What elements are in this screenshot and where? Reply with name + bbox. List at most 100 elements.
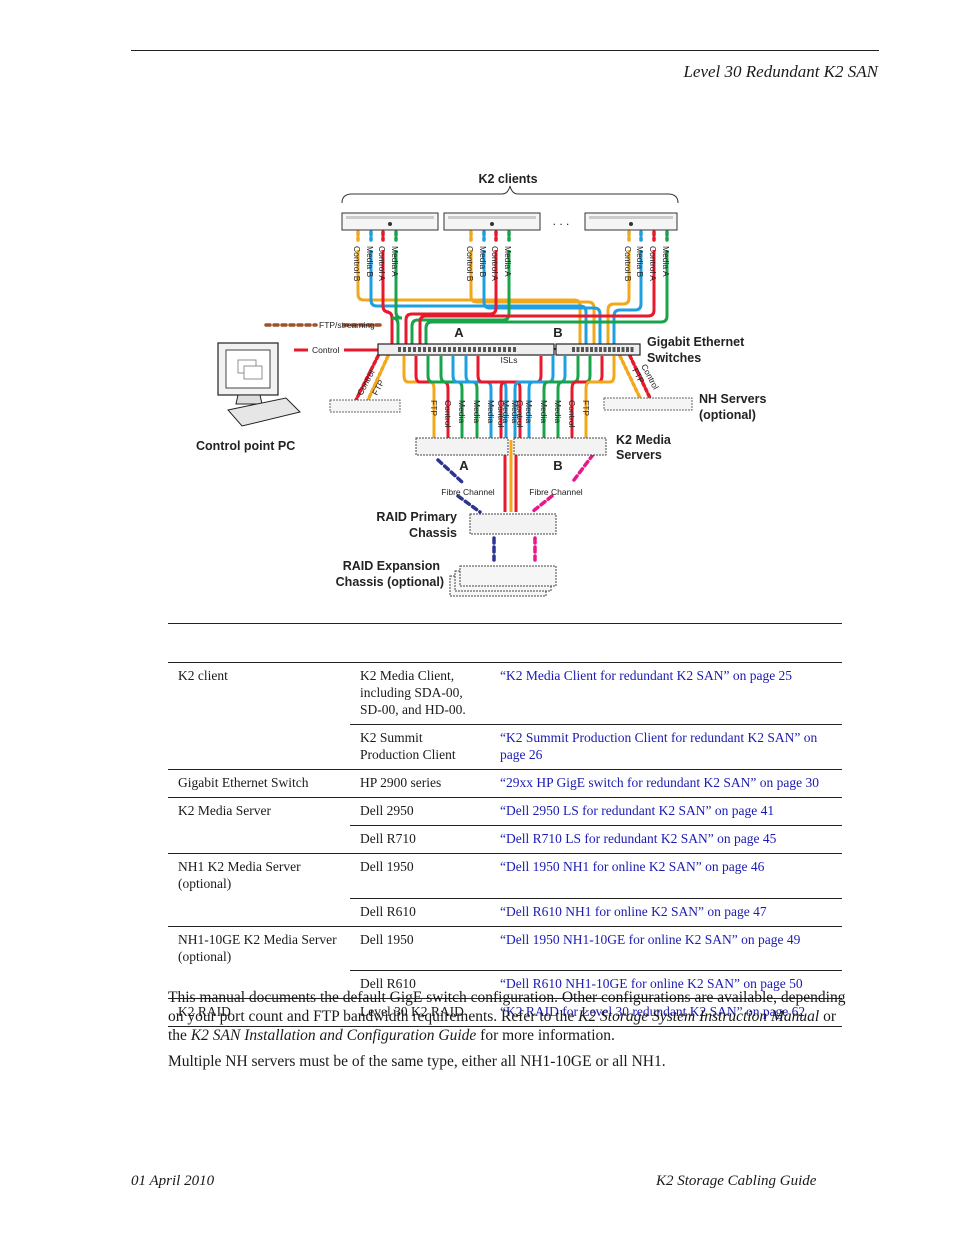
gige-switches-label: Gigabit Ethernet — [647, 335, 745, 349]
switch-port — [483, 347, 486, 352]
cross-reference-link[interactable]: “Dell R610 NH1-10GE for online K2 SAN” o… — [500, 976, 803, 991]
raid-expansion-chassis — [459, 565, 557, 587]
table-row: NH1 K2 Media Server (optional)Dell 1950 “… — [168, 853, 842, 898]
switch-port — [572, 347, 575, 352]
k2-client-chassis — [443, 212, 541, 231]
switch-port — [508, 347, 511, 352]
cross-reference-link[interactable]: “Dell 2950 LS for redundant K2 SAN” on p… — [500, 803, 775, 818]
server-a-port-label: Media — [457, 400, 467, 423]
p1-doc-title-1: K2 Storage System Instruction Manual — [578, 1008, 820, 1025]
table-row: Dell R710 “Dell R710 LS for redundant K2 … — [168, 825, 842, 854]
switch-b-label: B — [553, 325, 562, 340]
component-cell: K2 RAID — [168, 998, 350, 1027]
cross-reference-link[interactable]: “K2 RAID for Level 30 redundant K2 SAN” … — [500, 1004, 806, 1019]
k2-client-chassis — [584, 212, 678, 231]
k2-client-bezel — [589, 216, 673, 219]
cross-reference-link[interactable]: “K2 Media Client for redundant K2 SAN” o… — [500, 668, 793, 683]
switch-to-server-a-cable — [451, 356, 493, 438]
reference-cell: “Dell R610 NH1-10GE for online K2 SAN” o… — [490, 970, 842, 999]
component-cell: Gigabit Ethernet Switch — [168, 769, 350, 798]
p1-doc-title-2: K2 SAN Installation and Configuration Gu… — [190, 1027, 477, 1044]
header-rule — [131, 50, 879, 51]
nh-control-cable — [354, 354, 380, 402]
client-cable — [418, 250, 656, 345]
model-cell: Dell R610 — [350, 897, 490, 926]
client-cable — [612, 250, 643, 345]
k2-media-servers-label: K2 Media — [616, 433, 672, 447]
nh-server-b — [603, 397, 693, 411]
isls-label: ISLs — [500, 355, 517, 365]
model-cell: Dell R610 — [350, 970, 490, 999]
switch-port — [488, 347, 491, 352]
raid-expansion-label-2: Chassis (optional) — [336, 575, 444, 589]
switch-port — [498, 347, 501, 352]
switch-port — [599, 347, 602, 352]
fibre-channel-a-label: Fibre Channel — [441, 487, 495, 497]
switch-port — [403, 347, 406, 352]
k2-client-power-led — [629, 222, 633, 226]
body-paragraph-1: This manual documents the default GigE s… — [168, 988, 848, 1045]
model-cell: Dell 1950 — [350, 853, 490, 898]
component-cell: K2 client — [168, 662, 350, 725]
client-port-label: Control B — [352, 246, 362, 282]
nh-servers-label: NH Servers — [699, 392, 766, 406]
component-cell: NH1 K2 Media Server (optional) — [168, 853, 350, 898]
client-cable — [606, 250, 631, 345]
gige-switches-label-2: Switches — [647, 351, 701, 365]
server-b-port-label: Control — [496, 400, 506, 428]
fibre-channel-a-2 — [456, 494, 482, 514]
cross-reference-link[interactable]: “29xx HP GigE switch for redundant K2 SA… — [500, 775, 819, 790]
client-cable — [356, 250, 582, 345]
p1-text-c: for more information. — [476, 1027, 615, 1044]
switch-port — [448, 347, 451, 352]
raid-expansion-label: RAID Expansion — [343, 559, 440, 573]
footer-date: 01 April 2010 — [131, 1173, 215, 1189]
switch-to-server-b-cable — [527, 356, 567, 438]
k2-client-chassis — [341, 212, 439, 231]
server-b-port-label: Control — [567, 400, 577, 428]
cross-reference-link[interactable]: “Dell 1950 NH1-10GE for online K2 SAN” o… — [500, 931, 801, 947]
server-a-port-label: Media — [472, 400, 482, 423]
client-port-label: Control A — [490, 246, 500, 281]
control-point-pc-label: Control point PC — [196, 439, 295, 453]
cross-reference-link[interactable]: “Dell R610 NH1 for online K2 SAN” on pag… — [500, 903, 767, 919]
component-cell — [168, 898, 350, 926]
k2-client-power-led — [388, 222, 392, 226]
k2-client-power-led — [490, 222, 494, 226]
server-b-label: B — [553, 458, 562, 473]
switch-port — [594, 347, 598, 352]
switch-port — [428, 347, 431, 352]
switch-port — [621, 347, 625, 352]
cross-reference-link[interactable]: “Dell 1950 NH1 for online K2 SAN” on pag… — [500, 859, 765, 874]
switch-port — [468, 347, 471, 352]
server-a-port-label: Control — [443, 400, 453, 428]
switch-port — [463, 347, 466, 352]
cross-reference-link[interactable]: “Dell R710 LS for redundant K2 SAN” on p… — [500, 831, 777, 846]
model-cell: Dell R710 — [350, 825, 490, 854]
ellipsis-label: . . . — [553, 214, 570, 228]
switch-port — [590, 347, 593, 352]
client-cable — [369, 250, 588, 345]
cross-reference-link[interactable]: “K2 Summit Production Client for redunda… — [500, 730, 818, 762]
component-cell: NH1-10GE K2 Media Server (optional) — [168, 925, 350, 971]
client-port-label: Media B — [635, 246, 645, 278]
pc-keyboard — [227, 397, 301, 427]
clients-brace — [341, 185, 679, 204]
k2-media-servers-label-2: Servers — [616, 448, 662, 462]
switch-port — [473, 347, 476, 352]
server-b-port-label: Media — [539, 400, 549, 423]
switch-port — [443, 347, 446, 352]
raid-primary-chassis — [469, 513, 557, 535]
switch-port — [433, 347, 436, 352]
nh-server-a — [329, 399, 401, 413]
switch-port — [408, 347, 411, 352]
client-port-label: Media A — [661, 246, 671, 277]
model-cell: K2 Summit Production Client — [350, 724, 490, 770]
client-cable — [381, 250, 394, 345]
switch-port — [617, 347, 620, 352]
